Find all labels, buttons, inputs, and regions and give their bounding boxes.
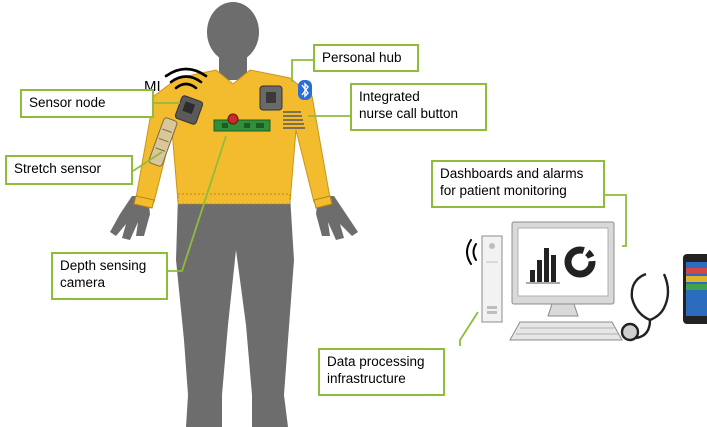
wifi-icon bbox=[164, 67, 208, 90]
smartphone-icon bbox=[683, 254, 707, 324]
stretch-sensor bbox=[148, 117, 178, 167]
screen-bar-chart bbox=[530, 248, 556, 282]
callout-nurse-call-button: Integrated nurse call button bbox=[350, 83, 487, 131]
stethoscope-icon bbox=[620, 272, 670, 342]
callout-depth-camera: Depth sensing camera bbox=[51, 252, 168, 300]
depth-sensing-camera bbox=[213, 113, 271, 132]
callout-stretch-sensor: Stretch sensor bbox=[5, 155, 133, 185]
personal-hub bbox=[259, 85, 283, 111]
sensor-node bbox=[174, 95, 204, 125]
callout-personal-hub: Personal hub bbox=[313, 44, 419, 72]
nurse-call-button bbox=[283, 111, 305, 129]
human-body-silhouette bbox=[110, 2, 358, 427]
desktop-computer-icon bbox=[481, 221, 623, 341]
callout-sensor-node: Sensor node bbox=[20, 89, 154, 118]
wireless-signal-icon bbox=[466, 239, 477, 265]
callout-dashboards: Dashboards and alarms for patient monito… bbox=[431, 160, 605, 208]
bluetooth-icon bbox=[298, 80, 312, 100]
screen-donut-chart bbox=[564, 246, 596, 278]
callout-data-processing: Data processing infrastructure bbox=[318, 348, 445, 396]
leader-lines bbox=[132, 59, 627, 346]
